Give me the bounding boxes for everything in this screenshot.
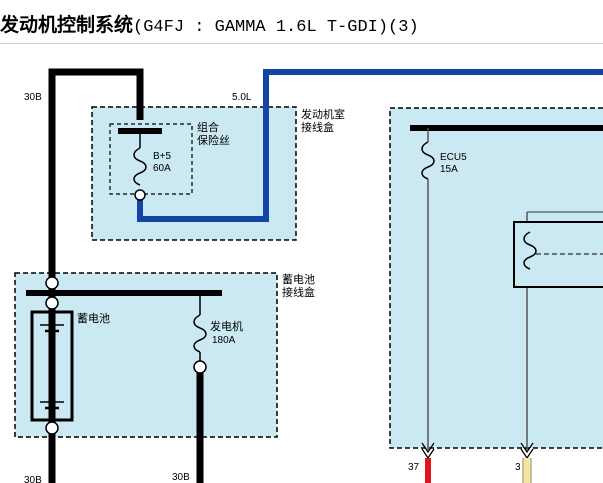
label-pin-37: 37 — [408, 462, 420, 473]
relay-connector-arrow-2 — [520, 448, 534, 460]
combo-fuse-box — [109, 123, 193, 195]
wire-5-0l-blue — [137, 69, 603, 222]
title-model: (G4FJ : GAMMA 1.6L T-GDI)(3) — [133, 18, 419, 37]
generator-fuse-symbol — [193, 314, 207, 353]
label-fuse-b5-name: B+5 — [153, 151, 172, 162]
page-title: 发动机控制系统(G4FJ : GAMMA 1.6L T-GDI)(3) — [0, 10, 419, 37]
battery-junction-box — [14, 272, 278, 438]
relay-coil-symbol — [523, 231, 537, 270]
relay-connector-arrow — [520, 442, 534, 454]
label-ecu5-rating: 15A — [440, 164, 458, 175]
label-generator-fuse-rating: 180A — [212, 335, 236, 346]
battery-box-terminal-top — [45, 276, 59, 290]
label-fuse-b5-rating: 60A — [153, 163, 171, 174]
label-battery-box-line1: 蓄电池 — [282, 273, 315, 286]
label-wire-30b-top: 30B — [24, 92, 42, 103]
fuse-b5-terminal — [134, 189, 146, 201]
label-wire-30b-bottom-mid: 30B — [172, 472, 190, 483]
battery-box-terminal-mid — [45, 296, 59, 310]
label-battery-box-line2: 接线盒 — [282, 285, 315, 299]
label-combo-fuse-line2: 保险丝 — [197, 133, 230, 147]
label-engine-box-line1: 发动机室 — [301, 107, 345, 121]
battery-box-terminal-bottom — [45, 421, 59, 435]
fuse-b5-symbol — [133, 147, 147, 186]
label-combo-fuse-line1: 组合 — [197, 120, 219, 134]
label-engine-box-line2: 接线盒 — [301, 120, 334, 134]
ecu5-connector-arrow-2 — [421, 448, 435, 460]
title-chinese: 发动机控制系统 — [0, 14, 134, 36]
label-ecu5-name: ECU5 — [440, 152, 467, 163]
label-wire-5-0l: 5.0L — [232, 92, 252, 103]
label-battery: 蓄电池 — [77, 312, 110, 325]
ecu5-fuse-symbol — [421, 141, 435, 180]
label-generator-fuse-name: 发电机 — [210, 319, 243, 333]
ecu5-connector-arrow — [421, 442, 435, 454]
title-bar: 发动机控制系统(G4FJ : GAMMA 1.6L T-GDI)(3) — [0, 0, 603, 44]
label-wire-30b-bottom-left: 30B — [24, 475, 42, 483]
label-pin-3: 3 — [515, 462, 521, 473]
generator-fuse-terminal — [193, 360, 207, 374]
relay-box — [513, 221, 603, 288]
